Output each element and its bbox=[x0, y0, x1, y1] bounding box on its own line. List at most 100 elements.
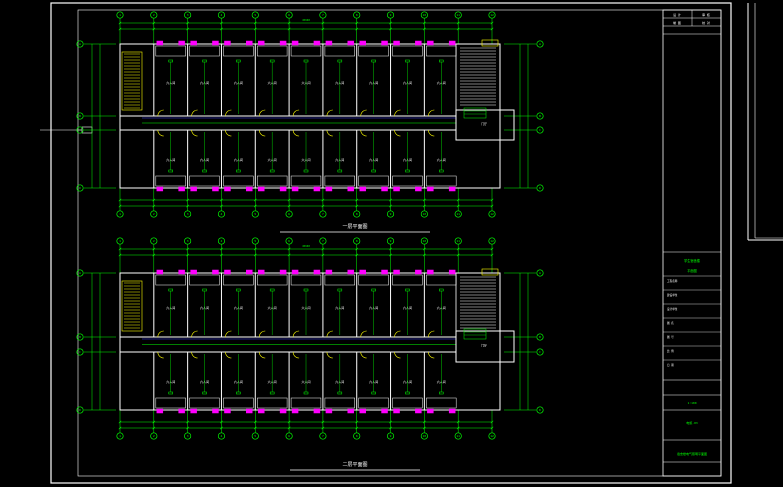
window bbox=[224, 408, 231, 414]
grid-bubble bbox=[536, 406, 544, 414]
stair-room bbox=[455, 43, 501, 111]
bathroom bbox=[223, 274, 254, 286]
bathroom bbox=[257, 175, 288, 187]
window bbox=[325, 40, 333, 46]
window bbox=[156, 269, 164, 275]
grid-number: 10 bbox=[423, 212, 427, 216]
dimension-tick bbox=[355, 253, 359, 257]
bathroom bbox=[392, 45, 423, 57]
bathroom bbox=[155, 397, 186, 409]
bathroom bbox=[324, 397, 355, 409]
window bbox=[258, 408, 265, 414]
light-fixture bbox=[405, 288, 410, 292]
dimension-tick bbox=[287, 253, 291, 257]
grid-bubble bbox=[76, 184, 84, 192]
dimension-tick bbox=[422, 204, 426, 208]
window bbox=[313, 186, 321, 192]
tb-header-cell: 设 计 bbox=[673, 12, 681, 17]
light-fixture bbox=[371, 288, 376, 292]
dimension-tick bbox=[118, 247, 122, 251]
dimension-tick bbox=[490, 21, 494, 25]
door-swing bbox=[360, 129, 367, 137]
dimension-tick bbox=[118, 27, 122, 31]
grid-number: 1 bbox=[119, 239, 121, 243]
window bbox=[156, 186, 164, 192]
door-swing bbox=[191, 129, 198, 137]
window bbox=[448, 269, 456, 275]
grid-letter: B bbox=[79, 114, 81, 118]
dimension-tick bbox=[321, 247, 325, 251]
dimension-tick bbox=[321, 426, 325, 430]
window bbox=[448, 186, 456, 192]
window bbox=[393, 186, 400, 192]
light-fixture bbox=[236, 59, 241, 63]
grid-letter: A bbox=[79, 271, 81, 275]
dimension-tick bbox=[186, 198, 190, 202]
door-swing bbox=[394, 351, 401, 359]
grid-letter: B bbox=[539, 114, 541, 118]
window bbox=[212, 40, 219, 46]
window bbox=[190, 40, 197, 46]
bathroom bbox=[290, 45, 322, 57]
bathroom bbox=[358, 175, 389, 187]
tb-row-label: 设计单位 bbox=[667, 307, 678, 311]
dimension-tick bbox=[456, 21, 460, 25]
dimension-tick bbox=[253, 420, 257, 424]
dimension-tick bbox=[355, 420, 359, 424]
hall-label: 门厅 bbox=[481, 343, 487, 348]
bathroom bbox=[223, 175, 254, 187]
door-swing bbox=[326, 109, 333, 117]
grid-letter: B bbox=[79, 335, 81, 339]
window bbox=[246, 40, 253, 46]
grid-number: 3 bbox=[187, 13, 189, 17]
window bbox=[381, 186, 388, 192]
door-swing bbox=[225, 351, 232, 359]
grid-letter: A bbox=[79, 42, 81, 46]
grid-letter: C bbox=[79, 128, 81, 132]
window bbox=[212, 186, 219, 192]
grid-bubble bbox=[536, 269, 544, 277]
light-fixture bbox=[371, 169, 376, 173]
exterior-wall bbox=[119, 272, 501, 411]
window bbox=[190, 408, 197, 414]
dimension-tick bbox=[220, 426, 223, 430]
window bbox=[279, 40, 287, 46]
dimension-tick bbox=[253, 253, 257, 257]
dimension-tick bbox=[152, 198, 156, 202]
grid-number: 5 bbox=[254, 13, 256, 17]
dimension-tick bbox=[152, 247, 156, 251]
bathroom bbox=[324, 274, 355, 286]
door-swing bbox=[258, 330, 266, 338]
grid-bubble bbox=[536, 40, 544, 48]
window bbox=[291, 408, 299, 414]
window bbox=[224, 40, 231, 46]
grid-number: 12 bbox=[490, 239, 494, 243]
light-fixture bbox=[269, 169, 275, 173]
grid-bubble bbox=[536, 333, 544, 341]
light-fixture bbox=[168, 59, 173, 63]
window bbox=[359, 269, 366, 275]
dimension-tick bbox=[118, 204, 122, 208]
window bbox=[415, 40, 422, 46]
window bbox=[347, 269, 354, 275]
grid-bubble bbox=[76, 40, 84, 48]
window bbox=[448, 408, 456, 414]
window bbox=[224, 186, 231, 192]
bathroom bbox=[189, 175, 220, 187]
bathroom bbox=[358, 45, 389, 57]
title-block: 设 计审 核制 图校 对学生宿舍楼平面图工程名称建设单位设计单位图 名图 号比 … bbox=[662, 9, 722, 477]
dimension-tick bbox=[220, 247, 223, 251]
bathroom bbox=[324, 175, 355, 187]
bathroom bbox=[392, 175, 423, 187]
bathroom bbox=[189, 397, 220, 409]
window bbox=[325, 408, 333, 414]
tb-header-cell: 审 核 bbox=[702, 12, 710, 17]
window bbox=[427, 40, 434, 46]
grid-number: 10 bbox=[423, 434, 427, 438]
grid-number: 4 bbox=[221, 434, 223, 438]
window bbox=[313, 408, 321, 414]
tb-row-label: 建设单位 bbox=[667, 293, 678, 297]
light-fixture bbox=[439, 391, 444, 395]
window bbox=[279, 269, 287, 275]
dimension-tick bbox=[152, 426, 156, 430]
